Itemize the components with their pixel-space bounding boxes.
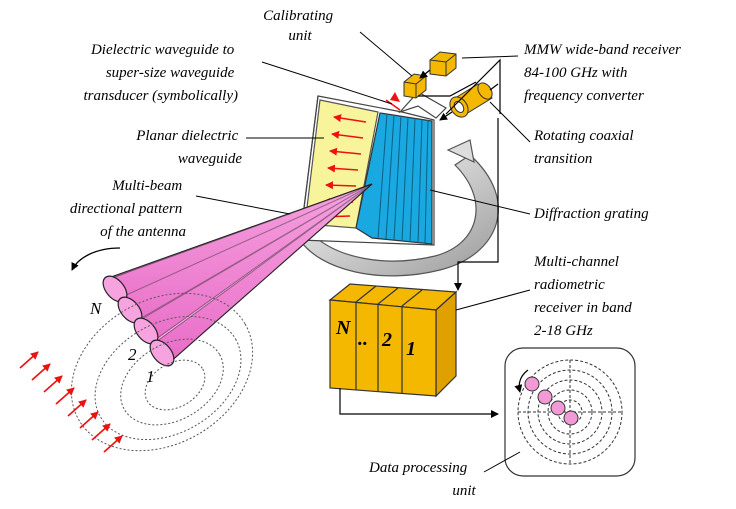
receiver-link-line: [445, 58, 501, 115]
rotating-transition-label: Rotating coaxial transition: [533, 128, 637, 167]
planar-waveguide-label: Planar dielectric waveguide: [135, 128, 242, 167]
multibeam-label: Multi-beam directional pattern of the an…: [70, 178, 186, 240]
antenna-to-receiver-line: [454, 118, 499, 291]
rotation-direction-arrow: [71, 247, 121, 271]
data-processing-label: Data processing unit: [368, 460, 476, 499]
receiver-to-processing-line: [339, 388, 499, 418]
channel-label-2: 2: [381, 329, 392, 351]
receiver-to-calibrating-arrow: [419, 69, 431, 79]
beam-label-2: 2: [128, 345, 137, 364]
beam-label-n: N: [89, 299, 103, 318]
receiver-unit-icon: [429, 51, 457, 77]
channel-label-n: N: [335, 317, 352, 339]
radiometric-receiver-block: [328, 283, 458, 398]
transition-arrow: [439, 111, 453, 121]
beam-label-1: 1: [146, 367, 155, 386]
data-processing-scope: [504, 347, 636, 477]
radiometric-receiver-label: Multi-channel radiometric receiver in ba…: [533, 254, 636, 339]
multi-beam-pattern: [102, 183, 373, 367]
channel-label-1: 1: [406, 338, 416, 360]
channel-label-dots: ..: [358, 328, 368, 350]
diffraction-grating-label: Diffraction grating: [533, 206, 649, 222]
rotating-coaxial-transition-icon: [449, 82, 499, 118]
diffraction-grating: [355, 112, 433, 245]
calibrating-unit-icon: [403, 73, 427, 99]
calibrating-link-line: [418, 81, 477, 97]
receiver-label: MMW wide-band receiver 84-100 GHz with f…: [523, 42, 685, 104]
calibrating-unit-label: Calibrating unit: [263, 8, 337, 44]
scan-ellipses: [70, 292, 254, 452]
incident-radiation-arrows: [19, 351, 123, 453]
transducer-label: Dielectric waveguide to super-size waveg…: [83, 42, 238, 104]
leader-lines: [195, 31, 531, 473]
